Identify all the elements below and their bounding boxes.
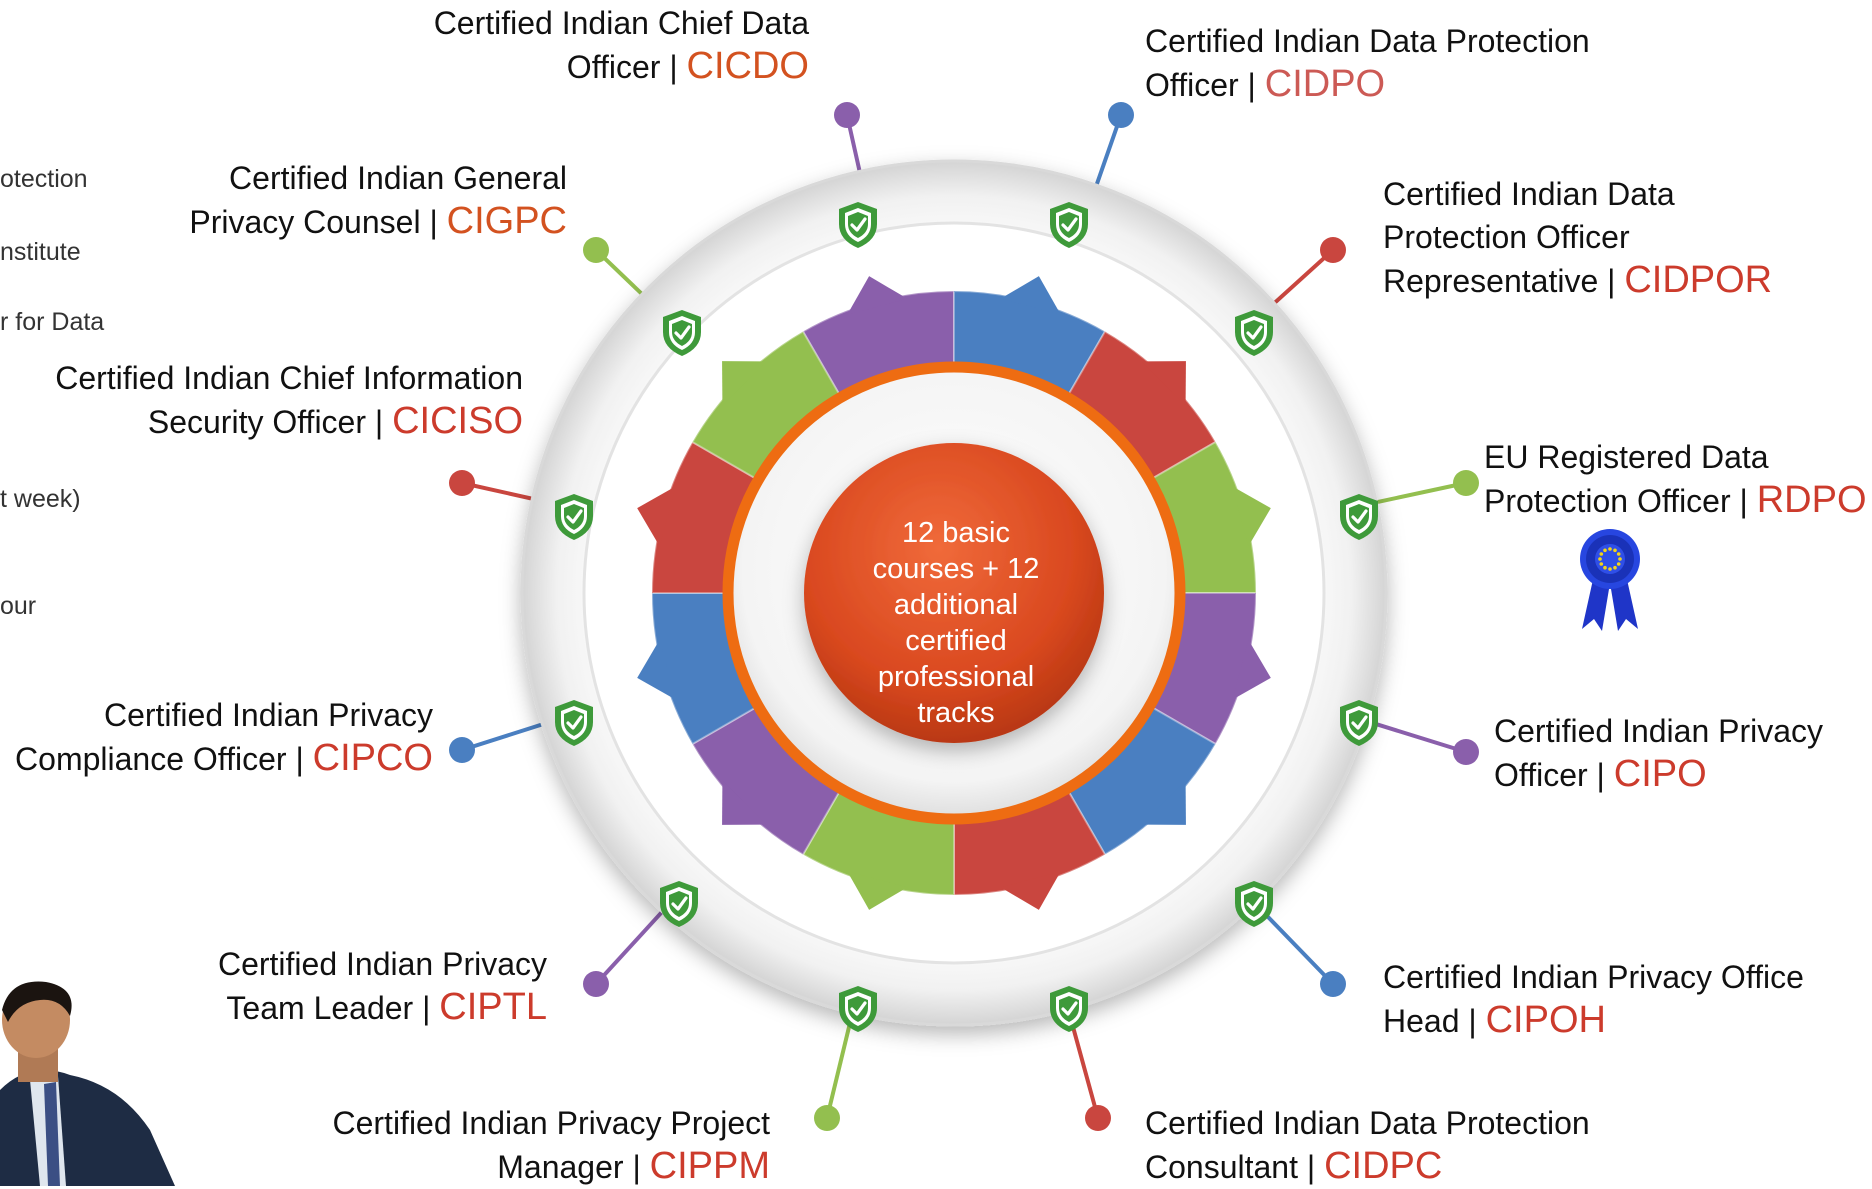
track-abbr: CIPPM	[649, 1145, 770, 1187]
shield-check-icon	[839, 986, 877, 1032]
track-label-cidpc: Certified Indian Data Protection Consult…	[1145, 1105, 1590, 1187]
track-label-cipoh: Certified Indian Privacy Office Head | C…	[1383, 959, 1804, 1041]
shield-core	[1349, 504, 1369, 530]
center-caption: 12 basic courses + 12 additional certifi…	[872, 517, 1040, 729]
spoke-dot	[814, 1105, 840, 1131]
track-abbr: CICISO	[392, 400, 523, 442]
shield-check-icon	[1235, 881, 1273, 927]
check-mark	[1061, 1001, 1078, 1016]
segment-arrow	[1232, 639, 1271, 700]
track-label-cipo: Certified Indian Privacy Officer | CIPO	[1494, 713, 1824, 795]
track-abbr: CIDPOR	[1624, 259, 1773, 301]
shield-core	[1059, 212, 1079, 238]
segment-arrow	[637, 486, 676, 547]
side-text-fragment: r for Data	[0, 308, 105, 336]
segment-arrow	[847, 276, 908, 315]
side-text-fragment: nstitute	[0, 238, 81, 266]
segment-arrow	[722, 361, 767, 406]
track-label-rdpo: EU Registered Data Protection Officer | …	[1484, 439, 1867, 521]
shield-check-icon	[1340, 494, 1378, 540]
shield-core	[1349, 710, 1369, 736]
side-text-fragment: t week)	[0, 485, 81, 513]
shield-check-icon	[555, 494, 593, 540]
segment-arrow	[1232, 486, 1271, 547]
track-abbr: CIDPC	[1324, 1145, 1443, 1187]
segment-arrow	[1000, 871, 1061, 910]
check-mark	[850, 217, 867, 232]
shield-check-icon	[555, 700, 593, 746]
check-mark	[1351, 715, 1368, 730]
check-mark	[1246, 896, 1263, 911]
shield-check-icon	[1340, 700, 1378, 746]
track-abbr: RDPO	[1756, 479, 1867, 521]
segment-arrow	[722, 780, 767, 825]
shield-core	[1059, 996, 1079, 1022]
shield-check-icon	[660, 881, 698, 927]
track-label-cippm: Certified Indian Privacy Project Manager…	[332, 1105, 770, 1187]
spoke-dot	[1085, 1105, 1111, 1131]
track-label-cicdo: Certified Indian Chief Data Officer | CI…	[433, 5, 809, 87]
spoke-dot	[449, 737, 475, 763]
track-abbr: CIDPO	[1264, 63, 1386, 105]
shield-check-icon	[1050, 202, 1088, 248]
shield-core	[669, 891, 689, 917]
spoke-dot	[1453, 739, 1479, 765]
segment-arrow	[1141, 361, 1186, 406]
colored-segment-ring	[637, 276, 1271, 910]
person-photo	[0, 980, 175, 1186]
track-label-cigpc: Certified Indian General Privacy Counsel…	[189, 160, 567, 242]
spoke-dot	[1320, 971, 1346, 997]
track-abbr: CIGPC	[446, 200, 567, 242]
segment-arrow	[637, 639, 676, 700]
track-label-cipco: Certified Indian Privacy Compliance Offi…	[15, 697, 433, 779]
check-mark	[1246, 325, 1263, 340]
center-disk	[804, 443, 1104, 743]
check-mark	[850, 1001, 867, 1016]
spoke-dot	[583, 237, 609, 263]
shield-core	[848, 212, 868, 238]
track-abbr: CIPOH	[1485, 999, 1606, 1041]
shield-core	[564, 710, 584, 736]
spoke-dot	[583, 971, 609, 997]
segment-arrow	[847, 871, 908, 910]
check-mark	[1351, 509, 1368, 524]
segment-arrow	[1141, 780, 1186, 825]
check-mark	[566, 509, 583, 524]
side-text-fragment: otection	[0, 165, 88, 193]
eu-rosette-icon	[1580, 529, 1640, 631]
track-abbr: CICDO	[686, 45, 809, 87]
shield-core	[1244, 891, 1264, 917]
spoke-dot	[1108, 102, 1134, 128]
check-mark	[674, 325, 691, 340]
spoke-dot	[1320, 237, 1346, 263]
track-label-ciptl: Certified Indian Privacy Team Leader | C…	[217, 946, 547, 1028]
shield-core	[564, 504, 584, 530]
check-mark	[671, 896, 688, 911]
shield-check-icon	[663, 310, 701, 356]
shield-core	[1244, 320, 1264, 346]
track-label-cidpo: Certified Indian Data Protection Officer…	[1145, 23, 1590, 105]
track-abbr: CIPTL	[439, 986, 547, 1028]
segment-arrow	[1000, 276, 1061, 315]
shield-core	[848, 996, 868, 1022]
check-mark	[1061, 217, 1078, 232]
spoke-dot	[1453, 470, 1479, 496]
shield-check-icon	[1050, 986, 1088, 1032]
track-label-ciciso: Certified Indian Chief Information Secur…	[55, 360, 523, 442]
shield-icons	[555, 202, 1378, 1032]
side-text-fragment: our	[0, 592, 37, 620]
shield-check-icon	[839, 202, 877, 248]
track-abbr: CIPO	[1613, 753, 1707, 795]
spoke-dot	[834, 102, 860, 128]
spoke-dot	[449, 470, 475, 496]
track-label-cidpor: Certified Indian Data Protection Officer…	[1383, 176, 1773, 301]
track-abbr: CIPCO	[312, 737, 433, 779]
check-mark	[566, 715, 583, 730]
shield-core	[672, 320, 692, 346]
shield-check-icon	[1235, 310, 1273, 356]
spoke-end-dots	[449, 102, 1479, 1131]
